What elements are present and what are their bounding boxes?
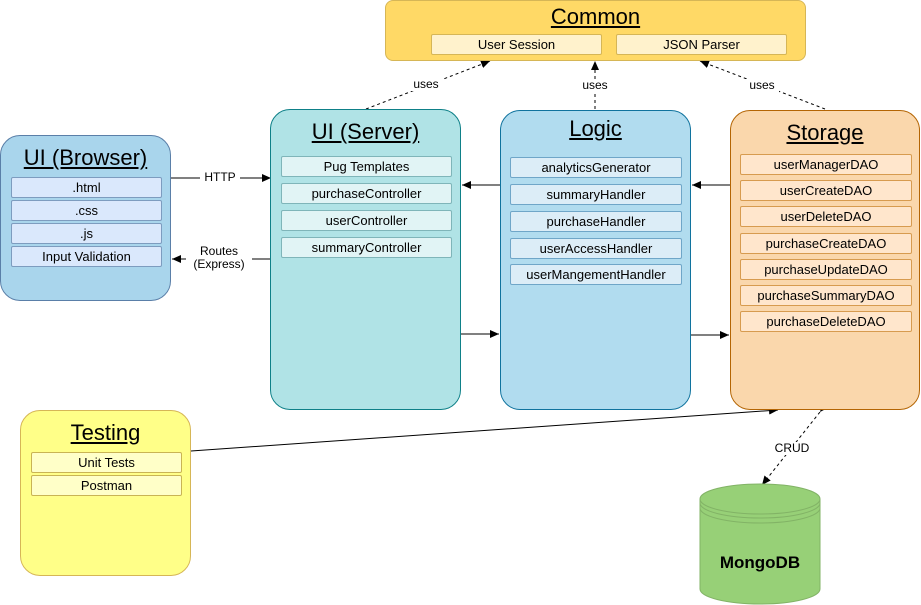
- uses-label-server: uses: [409, 78, 443, 91]
- server-box: UI (Server) Pug Templates purchaseContro…: [270, 109, 461, 410]
- common-item-user-session: User Session: [431, 34, 602, 55]
- storage-title: Storage: [786, 120, 864, 145]
- common-item-json-parser: JSON Parser: [616, 34, 787, 55]
- testing-box: Testing Unit Tests Postman: [20, 410, 191, 576]
- browser-item-input-validation: Input Validation: [11, 246, 162, 267]
- storage-item-purchase-delete-dao: purchaseDeleteDAO: [740, 311, 912, 332]
- uses-label-storage: uses: [745, 79, 779, 92]
- http-label: HTTP: [200, 171, 240, 184]
- mongodb-label: MongoDB: [719, 553, 801, 572]
- storage-item-purchase-summary-dao: purchaseSummaryDAO: [740, 285, 912, 306]
- browser-item-css: .css: [11, 200, 162, 221]
- crud-label: CRUD: [770, 442, 814, 455]
- edge-testing-storage: [190, 406, 779, 452]
- routes-label-line1: Routes: [199, 244, 239, 258]
- server-item-pug-templates: Pug Templates: [281, 156, 452, 177]
- logic-item-user-access-handler: userAccessHandler: [510, 238, 682, 259]
- routes-label-line2: (Express): [193, 257, 245, 271]
- storage-item-user-manager-dao: userManagerDAO: [740, 154, 912, 175]
- storage-box: Storage userManagerDAO userCreateDAO use…: [730, 110, 920, 410]
- browser-item-js: .js: [11, 223, 162, 244]
- common-title: Common: [550, 4, 641, 29]
- logic-item-analytics-generator: analyticsGenerator: [510, 157, 682, 178]
- browser-title: UI (Browser): [23, 145, 148, 170]
- server-title: UI (Server): [311, 119, 420, 144]
- server-item-user-controller: userController: [281, 210, 452, 231]
- logic-item-summary-handler: summaryHandler: [510, 184, 682, 205]
- storage-item-user-delete-dao: userDeleteDAO: [740, 206, 912, 227]
- logic-item-purchase-handler: purchaseHandler: [510, 211, 682, 232]
- testing-item-postman: Postman: [31, 475, 182, 496]
- logic-box: Logic analyticsGenerator summaryHandler …: [500, 110, 691, 410]
- server-item-purchase-controller: purchaseController: [281, 183, 452, 204]
- logic-title: Logic: [569, 116, 622, 141]
- storage-item-purchase-update-dao: purchaseUpdateDAO: [740, 259, 912, 280]
- browser-box: UI (Browser) .html .css .js Input Valida…: [0, 135, 171, 301]
- storage-item-user-create-dao: userCreateDAO: [740, 180, 912, 201]
- testing-title: Testing: [70, 420, 141, 445]
- common-box: Common User Session JSON Parser: [385, 0, 806, 61]
- routes-label: Routes (Express): [186, 245, 252, 271]
- server-item-summary-controller: summaryController: [281, 237, 452, 258]
- browser-item-html: .html: [11, 177, 162, 198]
- testing-item-unit-tests: Unit Tests: [31, 452, 182, 473]
- storage-item-purchase-create-dao: purchaseCreateDAO: [740, 233, 912, 254]
- uses-label-logic: uses: [578, 79, 612, 92]
- logic-item-user-mangement-handler: userMangementHandler: [510, 264, 682, 285]
